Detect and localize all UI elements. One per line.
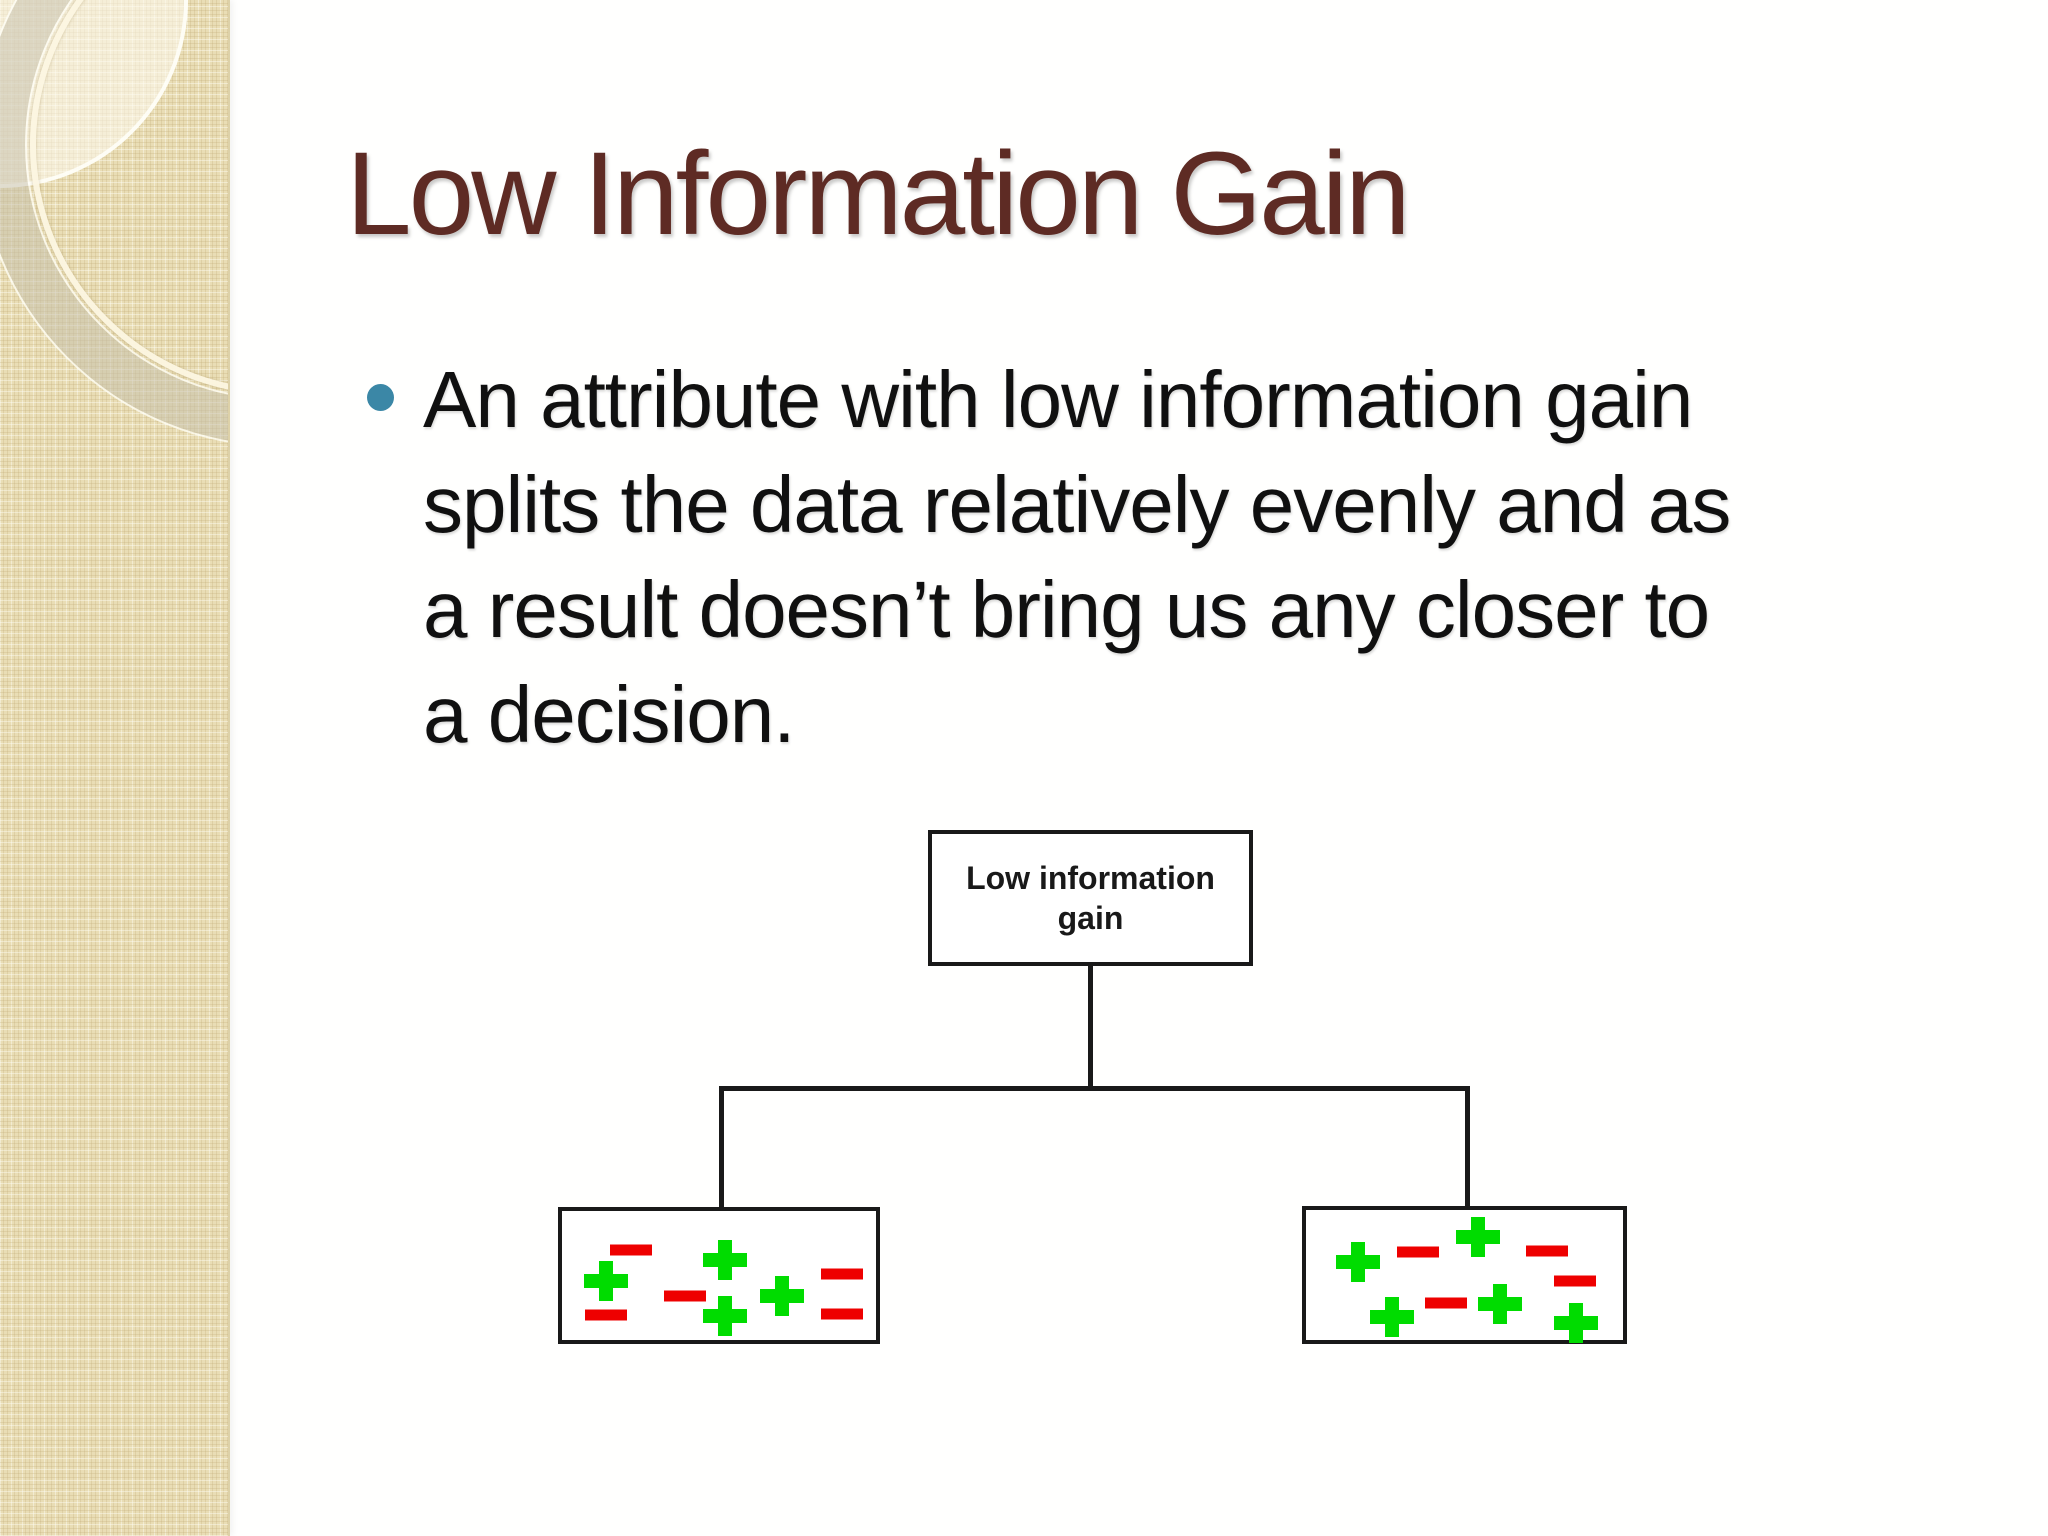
diagram-root-node: Low information gain: [928, 830, 1253, 966]
minus-symbol: [664, 1290, 706, 1302]
plus-symbol: [1478, 1284, 1522, 1324]
bullet-line-4: a decision.: [423, 670, 795, 759]
minus-symbol: [1425, 1297, 1467, 1309]
connector-horizontal: [719, 1086, 1470, 1091]
minus-symbol: [1526, 1245, 1568, 1257]
connector-left-vertical: [719, 1086, 724, 1209]
bullet-icon: [367, 384, 394, 411]
connector-root-vertical: [1088, 964, 1093, 1088]
bullet-line-1: An attribute with low information gain: [423, 355, 1693, 444]
diagram-right-subset-box: [1302, 1206, 1627, 1344]
minus-symbol: [585, 1309, 627, 1321]
decorative-sidebar: [0, 0, 230, 1536]
plus-symbol: [703, 1240, 747, 1280]
minus-symbol: [821, 1308, 863, 1320]
bullet-line-2: splits the data relatively evenly and as: [423, 460, 1731, 549]
slide-title: Low Information Gain: [346, 128, 1411, 260]
plus-symbol: [1370, 1297, 1414, 1337]
plus-symbol: [584, 1261, 628, 1301]
connector-right-vertical: [1465, 1086, 1470, 1208]
minus-symbol: [610, 1244, 652, 1256]
plus-symbol: [1456, 1217, 1500, 1257]
plus-symbol: [1554, 1303, 1598, 1343]
diagram-left-subset-box: [558, 1207, 880, 1344]
plus-symbol: [703, 1296, 747, 1336]
plus-symbol: [1336, 1242, 1380, 1282]
plus-symbol: [760, 1276, 804, 1316]
bullet-paragraph: An attribute with low information gain s…: [423, 347, 2003, 767]
minus-symbol: [821, 1268, 863, 1280]
bullet-line-3: a result doesn’t bring us any closer to: [423, 565, 1710, 654]
minus-symbol: [1397, 1246, 1439, 1258]
diagram-root-label: Low information gain: [966, 860, 1215, 936]
minus-symbol: [1554, 1275, 1596, 1287]
